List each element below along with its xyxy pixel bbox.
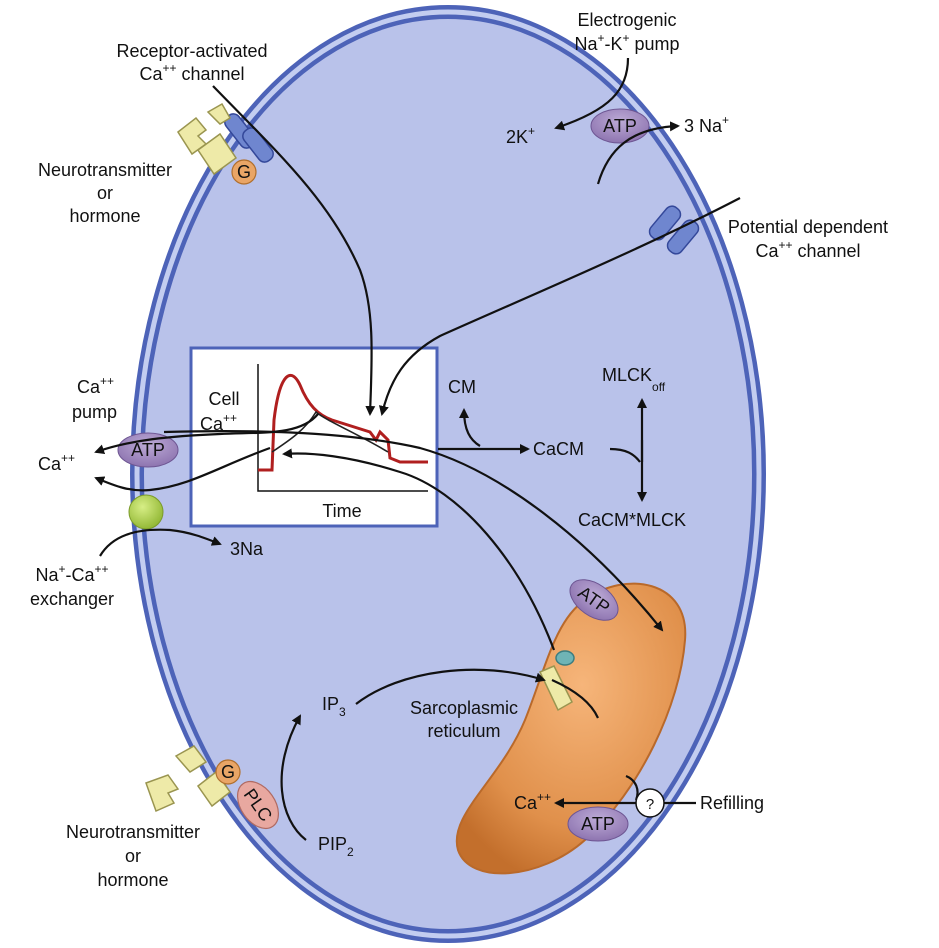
ca-extracellular-label: Ca++ [38,451,75,474]
three-na-label: 3Na [230,539,264,559]
arrow-cm-branch [459,408,481,447]
arrow-receptor-channel-influx [212,85,376,416]
pip2-label: PIP2 [318,834,354,859]
k-in-label: 2K+ [506,124,535,147]
graph-ylabel-1: Cell [208,389,239,409]
neurotransmitter-bottom-3: hormone [97,870,168,890]
mlck-off-label: MLCKoff [602,365,666,394]
g-protein-bottom-label: G [221,762,235,782]
refilling-label: Refilling [700,793,764,813]
sr-channel-bead [555,650,575,666]
sarcoplasmic-reticulum-label-1: Sarcoplasmic [410,698,518,718]
cacm-mlck-label: CaCM*MLCK [578,510,686,530]
receptor-channel-label-1: Receptor-activated [116,41,267,61]
cm-label: CM [448,377,476,397]
neurotransmitter-bottom-2: or [125,846,141,866]
cell-membrane-inner-line [134,9,762,939]
atp-pump-label: ATP [603,116,637,136]
arrow-cacm-to-mlck [609,447,641,463]
arrow-sr-vertical-line [551,678,600,719]
ca-pump-label-1: Ca++ [77,374,114,397]
receptor-channel-label-2: Ca++ channel [139,61,244,84]
pump-label-1: Electrogenic [577,10,676,30]
refilling-unknown-circle [635,788,665,818]
sr-ca-label: Ca++ [514,790,551,813]
ip3-label: IP3 [322,694,346,719]
arrow-exchanger-ca-out [94,446,271,492]
neurotransmitter-top-2: or [97,183,113,203]
graph-ylabel-2: Ca++ [200,411,237,434]
atp-sr-bottom-label: ATP [581,814,615,834]
graph-axes [257,364,428,492]
arrow-potential-channel-influx [378,197,741,416]
g-protein-bottom [215,759,241,785]
atp-sr-bottom-oval: ATP [567,806,629,842]
na-out-label: 3 Na+ [684,113,729,136]
potential-channel-label-2: Ca++ channel [755,238,860,261]
arrow-pip2-to-ip3 [280,714,307,841]
arrow-sr-release [282,448,556,651]
potential-channel-label-1: Potential dependent [728,217,888,237]
ca-pump-label-2: pump [72,402,117,422]
arrow-pump-na-out [596,121,680,185]
refilling-unknown-mark: ? [646,796,654,813]
pump-label-2: Na+-K+ pump [574,31,679,54]
graph-xlabel: Time [322,501,361,521]
cacm-label: CaCM [533,439,584,459]
potential-dependent-channel [648,205,700,255]
sarcoplasmic-reticulum-label-2: reticulum [427,721,500,741]
atp-pump-oval: ATP [590,108,650,144]
neurotransmitter-top-3: hormone [69,206,140,226]
g-protein-top-label: G [237,162,251,182]
na-ca-exchanger [128,494,164,530]
arrow-exchanger-na-in [99,528,222,557]
neurotransmitter-bottom-1: Neurotransmitter [66,822,200,842]
sarcoplasmic-reticulum [455,582,687,875]
sr-receptor [538,665,573,712]
arrow-ca-pump-out [94,413,319,455]
arrow-to-sarcoplasmic-reticulum [163,430,664,632]
arrow-ip3-to-sr [355,668,546,705]
plc-enzyme: PLC [236,780,280,830]
exchanger-label-2: exchanger [30,589,114,609]
atp-ca-pump-label: ATP [131,440,165,460]
calcium-trace-red [258,374,428,472]
receptor-ligand-top [177,102,238,176]
arrow-pump-k-in [554,57,630,131]
receptor-ligand-bottom [145,745,232,813]
g-protein-top [231,159,257,185]
neurotransmitter-top-1: Neurotransmitter [38,160,172,180]
calcium-graph-box [189,346,439,528]
exchanger-label-1: Na+-Ca++ [35,562,108,585]
